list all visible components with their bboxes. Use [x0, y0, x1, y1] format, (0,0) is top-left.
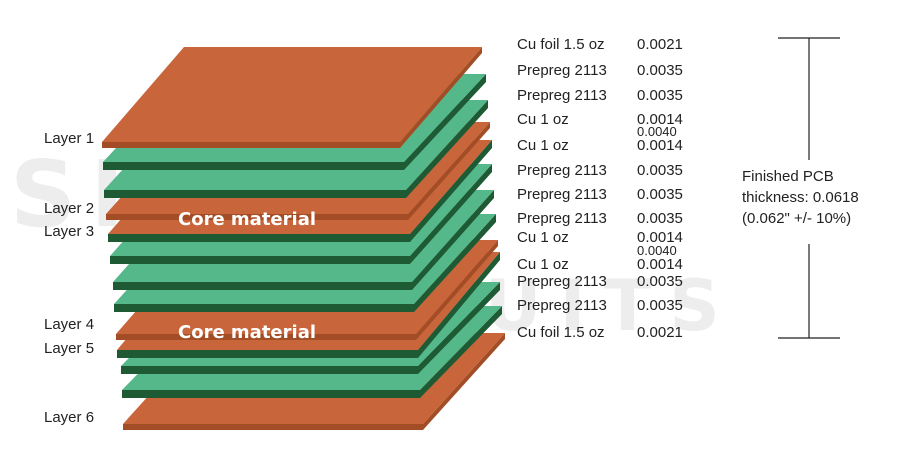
layer-stack	[102, 47, 505, 430]
spec-material: Cu foil 1.5 oz	[517, 36, 605, 53]
layer-1-label: Layer 1	[44, 130, 95, 147]
spec-material: Prepreg 2113	[517, 297, 607, 314]
layer-6-label: Layer 6	[44, 409, 95, 426]
spec-core-thickness-lower: 0.0040	[637, 243, 677, 258]
spec-thickness: 0.0014	[637, 256, 683, 273]
spec-thickness: 0.0021	[637, 36, 683, 53]
spec-thickness: 0.0035	[637, 186, 683, 203]
spec-thickness: 0.0035	[637, 62, 683, 79]
layer-sheet-cu-1	[102, 47, 482, 148]
spec-thickness: 0.0035	[637, 87, 683, 104]
spec-material: Prepreg 2113	[517, 210, 607, 227]
spec-thickness: 0.0035	[637, 273, 683, 290]
spec-material: Cu 1 oz	[517, 137, 569, 154]
spec-material: Prepreg 2113	[517, 162, 607, 179]
spec-material: Cu 1 oz	[517, 229, 569, 246]
spec-material: Prepreg 2113	[517, 273, 607, 290]
spec-core-thickness-upper: 0.0040	[637, 124, 677, 139]
layer-3-label: Layer 3	[44, 223, 95, 240]
spec-thickness: 0.0021	[637, 324, 683, 341]
thickness-dimension-bracket	[778, 37, 840, 339]
layer-4-label: Layer 4	[44, 316, 95, 333]
spec-material: Cu foil 1.5 oz	[517, 324, 605, 341]
core-material-label-upper: Core material	[178, 209, 317, 230]
finished-thickness-line-1: Finished PCB	[742, 168, 834, 185]
spec-thickness: 0.0035	[637, 162, 683, 179]
layer-2-label: Layer 2	[44, 200, 95, 217]
spec-thickness: 0.0014	[637, 137, 683, 154]
layer-sheet-cu-1-face	[102, 47, 482, 142]
spec-thickness: 0.0035	[637, 210, 683, 227]
finished-thickness-callout: Finished PCB thickness: 0.0618 (0.062" +…	[742, 166, 900, 229]
layer-5-label: Layer 5	[44, 340, 95, 357]
finished-thickness-line-2: thickness: 0.0618	[742, 189, 859, 206]
core-material-label-lower: Core material	[178, 322, 317, 343]
spec-material: Cu 1 oz	[517, 111, 569, 128]
spec-thickness: 0.0014	[637, 111, 683, 128]
finished-thickness-line-3: (0.062" +/- 10%)	[742, 210, 852, 227]
spec-material: Prepreg 2113	[517, 87, 607, 104]
spec-material: Cu 1 oz	[517, 256, 569, 273]
spec-material: Prepreg 2113	[517, 186, 607, 203]
spec-thickness: 0.0014	[637, 229, 683, 246]
spec-material: Prepreg 2113	[517, 62, 607, 79]
spec-thickness: 0.0035	[637, 297, 683, 314]
